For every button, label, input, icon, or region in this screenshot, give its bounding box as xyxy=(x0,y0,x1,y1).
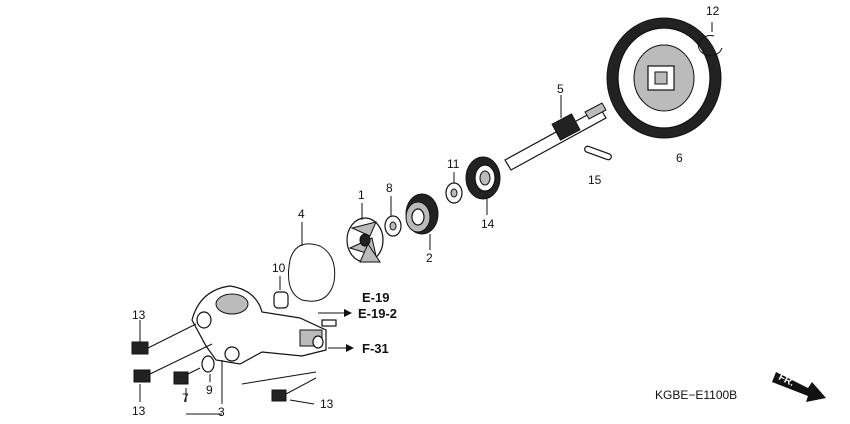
sealing-washer-part xyxy=(201,355,215,373)
reference-f31: F-31 xyxy=(362,341,389,356)
callout-13: 13 xyxy=(132,404,146,418)
diagram-code: KGBE−E1100B xyxy=(655,388,737,402)
callout-3: 3 xyxy=(218,405,225,419)
bearing-part xyxy=(465,156,501,200)
driven-gear-part xyxy=(606,17,722,139)
pump-cover-part xyxy=(191,285,337,365)
callout-2: 2 xyxy=(426,251,433,265)
reference-e19-2: E-19-2 xyxy=(358,306,397,321)
bolt-part xyxy=(131,323,197,355)
o-ring-part xyxy=(288,243,336,302)
callout-7: 7 xyxy=(182,391,189,405)
bolt-part xyxy=(133,343,213,383)
callout-5: 5 xyxy=(557,82,564,96)
pin-part xyxy=(584,145,612,161)
mechanical-seal-part xyxy=(405,193,439,235)
arrow-icon xyxy=(344,309,352,317)
callout-13: 13 xyxy=(320,397,334,411)
callout-10: 10 xyxy=(272,261,286,275)
callout-8: 8 xyxy=(386,181,393,195)
callout-15: 15 xyxy=(588,173,602,187)
short-bolt-part xyxy=(173,367,201,385)
front-direction-arrow: FR. xyxy=(772,372,826,402)
callout-12: 12 xyxy=(706,4,720,18)
dowel-pin-part xyxy=(273,291,289,309)
callout-9: 9 xyxy=(206,383,213,397)
callout-11: 11 xyxy=(447,157,460,171)
circlip-part xyxy=(697,35,723,56)
callout-13: 13 xyxy=(132,308,146,322)
bolt-part xyxy=(271,377,317,402)
callout-14: 14 xyxy=(481,217,495,231)
callout-1: 1 xyxy=(358,188,365,202)
callout-4: 4 xyxy=(298,207,305,221)
pump-shaft-part xyxy=(504,102,607,171)
impeller-part xyxy=(346,217,384,263)
reference-e19: E-19 xyxy=(362,290,389,305)
callout-6: 6 xyxy=(676,151,683,165)
arrow-icon xyxy=(346,344,354,352)
